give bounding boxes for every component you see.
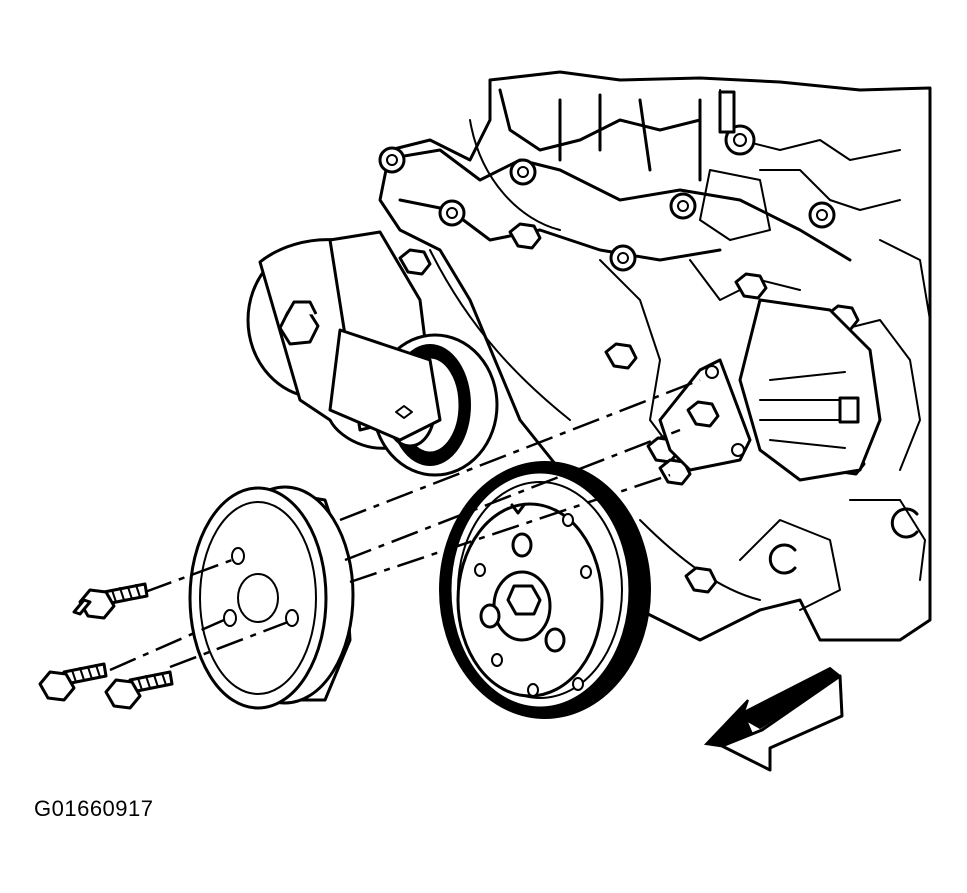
front-direction-arrow-icon xyxy=(703,666,844,772)
pulley-bolts xyxy=(38,582,174,710)
bracket-bosses xyxy=(378,90,836,272)
figure-id-label: G01660917 xyxy=(34,796,154,821)
assembly-centerlines xyxy=(109,378,701,672)
belt-tensioner xyxy=(246,230,499,477)
cast-marks xyxy=(768,507,919,575)
water-pump xyxy=(658,298,882,482)
crankshaft-balancer xyxy=(439,461,651,719)
pulley xyxy=(188,485,355,710)
